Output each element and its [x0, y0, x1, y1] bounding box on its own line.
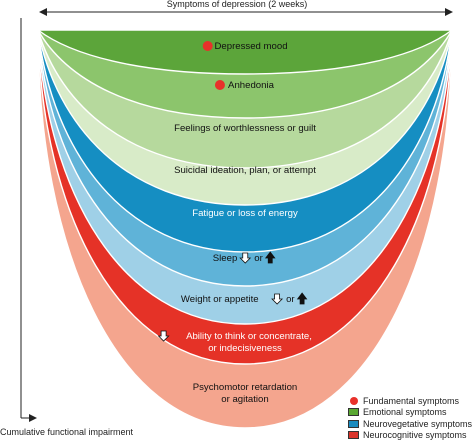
legend-label: Neurocognitive symptoms: [363, 430, 467, 440]
layer-label-2: Feelings of worthlessness or guilt: [174, 123, 316, 134]
layer-text: Weight or appetite: [181, 294, 259, 305]
layer-label-0: Depressed mood: [203, 41, 288, 52]
layer-suffix: or: [254, 253, 263, 264]
layer-label-3: Suicidal ideation, plan, or attempt: [174, 165, 316, 176]
legend-label: Fundamental symptoms: [363, 396, 459, 406]
layer-suffix: or: [286, 294, 295, 305]
side-axis-label: Cumulative functional impairment: [0, 427, 133, 437]
layer-text: Ability to think or concentrate,: [186, 331, 312, 342]
layer-text-line2: or indecisiveness: [208, 343, 282, 354]
layer-text: Sleep: [213, 253, 238, 264]
legend-item: Neurovegetative symptoms: [348, 418, 472, 430]
legend-label: Emotional symptoms: [363, 407, 447, 417]
layer-text-line2: or agitation: [221, 394, 268, 405]
layer-label-6: Weight or appetite or: [181, 293, 307, 305]
legend-dot-icon: [350, 397, 358, 405]
layer-text: Feelings of worthlessness or guilt: [174, 123, 316, 134]
legend-swatch-icon: [348, 420, 359, 428]
legend-item: Neurocognitive symptoms: [348, 430, 472, 441]
layer-text: Anhedonia: [228, 80, 275, 91]
layer-text: Suicidal ideation, plan, or attempt: [174, 165, 316, 176]
legend-swatch-icon: [348, 431, 359, 439]
legend-swatch-icon: [348, 408, 359, 416]
fundamental-dot-icon: [215, 80, 225, 90]
layer-label-4: Fatigue or loss of energy: [192, 208, 298, 219]
legend-item: Emotional symptoms: [348, 407, 472, 419]
layer-text: Psychomotor retardation: [193, 382, 298, 393]
legend-item: Fundamental symptoms: [348, 395, 472, 407]
layer-text: Fatigue or loss of energy: [192, 208, 298, 219]
fundamental-dot-icon: [203, 41, 213, 51]
layer-text: Depressed mood: [214, 41, 287, 52]
legend-label: Neurovegetative symptoms: [363, 419, 472, 429]
